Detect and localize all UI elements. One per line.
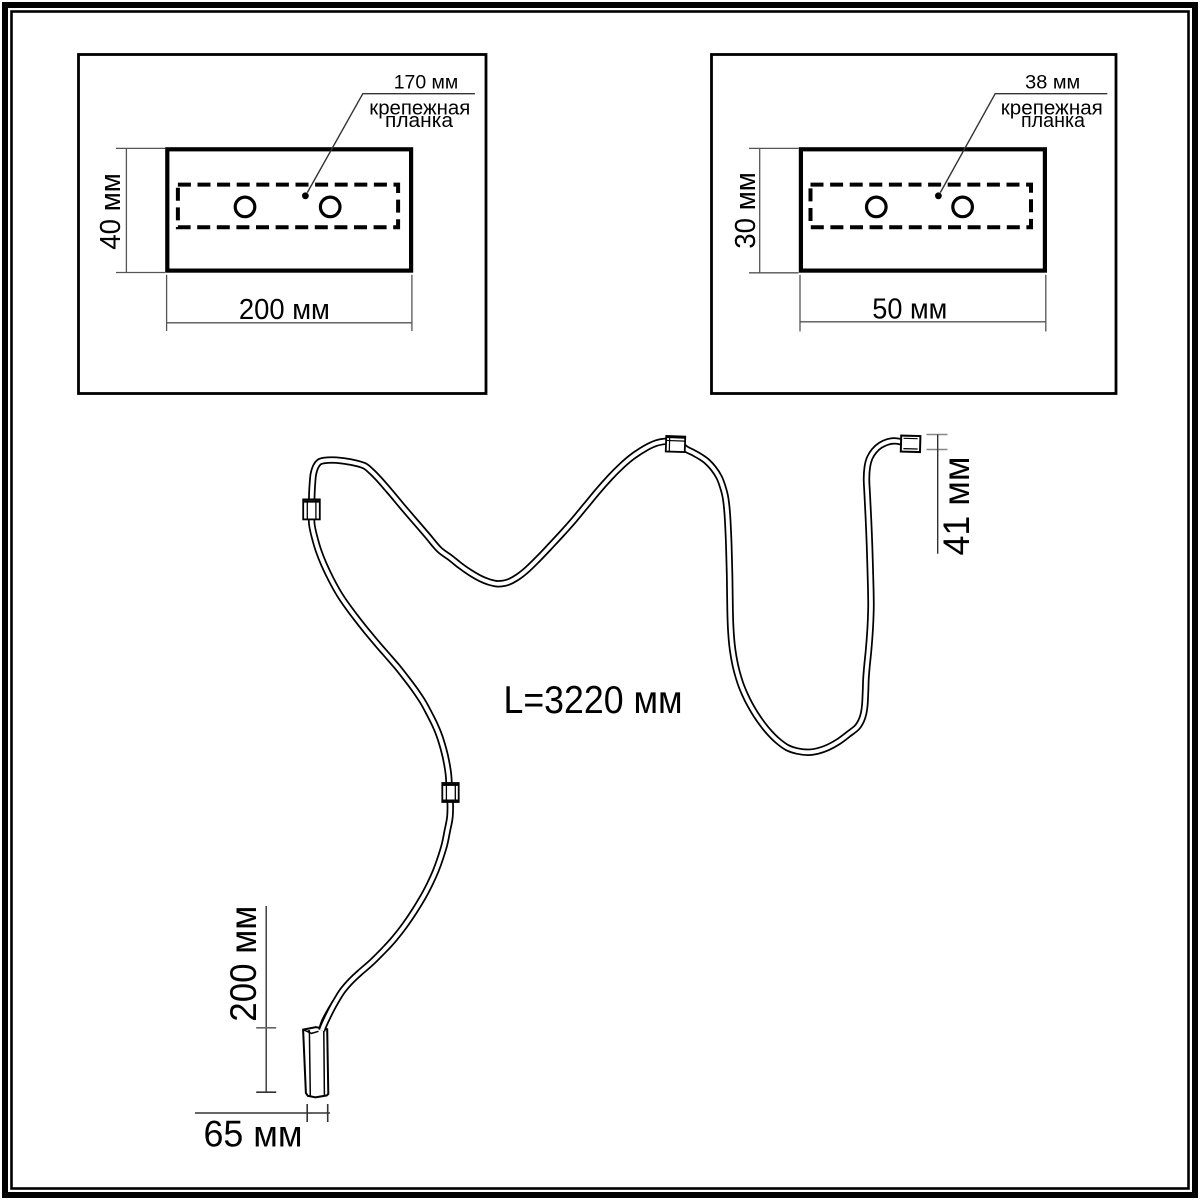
svg-text:38 мм: 38 мм: [1025, 72, 1080, 94]
svg-text:41 мм: 41 мм: [936, 457, 977, 556]
svg-text:L=3220 мм: L=3220 мм: [504, 679, 683, 722]
svg-text:крепежная: крепежная: [369, 96, 470, 119]
svg-text:крепежная: крепежная: [1001, 96, 1103, 119]
svg-text:65 мм: 65 мм: [204, 1113, 303, 1154]
svg-text:50 мм: 50 мм: [872, 294, 947, 326]
svg-text:170 мм: 170 мм: [394, 72, 459, 94]
svg-text:40 мм: 40 мм: [95, 173, 127, 250]
svg-text:200 мм: 200 мм: [223, 906, 264, 1022]
svg-text:планка: планка: [1021, 109, 1086, 132]
svg-text:200 мм: 200 мм: [239, 294, 330, 326]
svg-text:30 мм: 30 мм: [730, 172, 762, 249]
svg-text:планка: планка: [385, 109, 454, 132]
